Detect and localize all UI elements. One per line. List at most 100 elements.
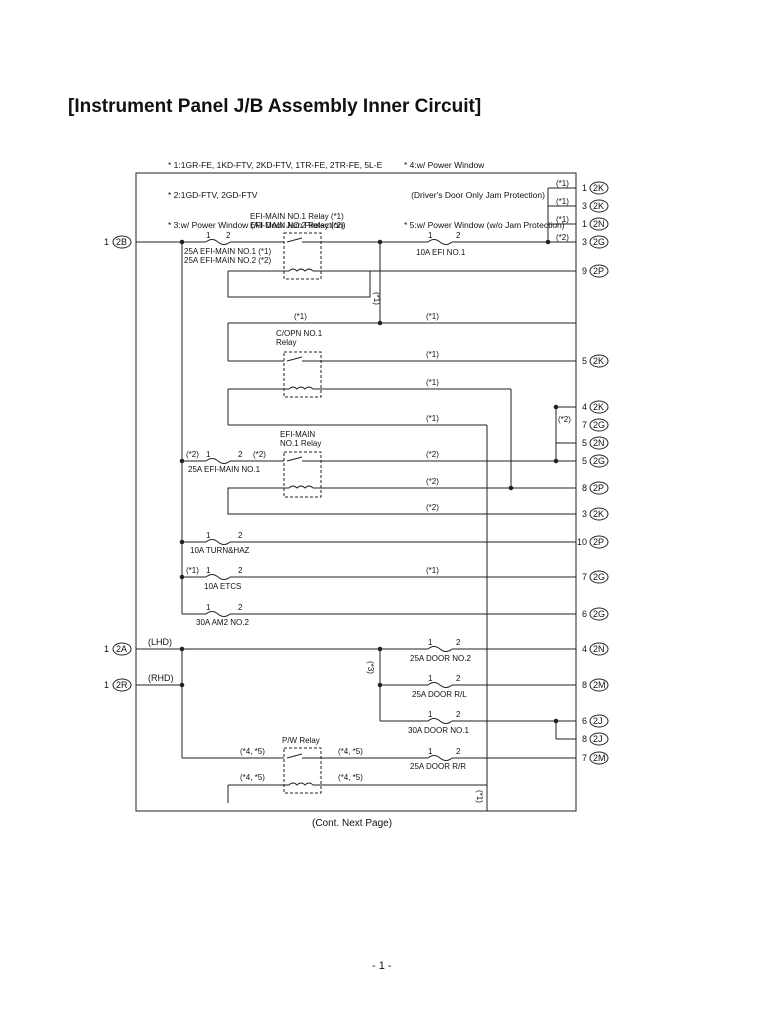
fuse-label: 30A DOOR NO.1 (408, 726, 469, 735)
pin-number: 10 (577, 537, 587, 547)
junction-dot (377, 320, 383, 326)
pin-number: 1 (582, 219, 587, 229)
pin-number: 1 (104, 237, 109, 247)
relay-contact (286, 356, 303, 362)
fuse-symbol (427, 646, 453, 652)
connector-ring (589, 751, 609, 765)
pin-number: 6 (582, 609, 587, 619)
variant-tag: (*4, *5) (240, 747, 265, 756)
pin-number: 7 (582, 753, 587, 763)
connector-code: 2K (593, 201, 604, 211)
connector-ring (589, 436, 609, 450)
connector-code: 2K (593, 183, 604, 193)
fuse-label: 10A EFI NO.1 (416, 248, 466, 257)
junction-dot (179, 458, 185, 464)
fuse-pin: 1 (206, 566, 211, 575)
fuse-symbol (427, 755, 453, 761)
variant-tag: (*4, *5) (338, 773, 363, 782)
connector-ring (589, 607, 609, 621)
connector-ring (589, 264, 609, 278)
connector-code: 2G (593, 237, 605, 247)
pin-number: 5 (582, 456, 587, 466)
relay-contact (286, 237, 303, 243)
variant-tag: (*1) (556, 179, 569, 188)
connector-code: 2B (116, 237, 127, 247)
connector-ring (112, 642, 132, 656)
connector-code: 2P (593, 537, 604, 547)
fuse-pin: 2 (456, 231, 461, 240)
pin-number: 3 (582, 201, 587, 211)
fuse-label: 25A EFI-MAIN NO.1 (*1) (184, 247, 271, 256)
pin-number: 8 (582, 483, 587, 493)
variant-tag: (*2) (558, 415, 571, 424)
relay-box (283, 232, 322, 280)
connector-ring (589, 418, 609, 432)
connector-code: 2M (593, 753, 606, 763)
variant-notes-left: * 1:1GR-FE, 1KD-FTV, 2KD-FTV, 1TR-FE, 2T… (168, 140, 382, 240)
relay-label: EFI-MAIN NO.1 Relay (*1) (250, 212, 344, 221)
variant-tag: (*2) (426, 477, 439, 486)
variant-notes-right: * 4:w/ Power Window (Driver's Door Only … (404, 140, 565, 240)
connector-ring (589, 570, 609, 584)
variant-tag: (*1) (426, 378, 439, 387)
connector-code: 2N (593, 219, 605, 229)
fuse-label: 10A ETCS (204, 582, 241, 591)
junction-dot (545, 239, 551, 245)
variant-tag: (*1) (556, 197, 569, 206)
connector-ring (589, 217, 609, 231)
fuse-pin: 2 (226, 231, 231, 240)
connector-code: 2G (593, 609, 605, 619)
fuse-symbol (205, 611, 231, 617)
fuse-pin: 1 (206, 531, 211, 540)
variant-tag: (*1) (426, 566, 439, 575)
variant-tag: (*3) (366, 661, 375, 674)
variant-tag: (*1) (426, 312, 439, 321)
pin-number: 3 (582, 509, 587, 519)
connector-code: 2K (593, 402, 604, 412)
variant-tag: (*1) (372, 292, 381, 305)
connector-code: 2K (593, 509, 604, 519)
relay-coil (288, 485, 314, 489)
relay-contact (286, 456, 303, 462)
variant-label: (RHD) (148, 673, 174, 683)
connector-ring (589, 400, 609, 414)
connector-code: 2K (593, 356, 604, 366)
continuation-note: (Cont. Next Page) (312, 818, 393, 829)
fuse-pin: 2 (238, 450, 243, 459)
junction-dot (553, 458, 559, 464)
junction-dot (179, 239, 185, 245)
variant-tag: (*2) (426, 450, 439, 459)
variant-tag: (*2) (186, 450, 199, 459)
pin-number: 5 (582, 438, 587, 448)
connector-code: 2G (593, 572, 605, 582)
fuse-pin: 1 (428, 674, 433, 683)
variant-tag: (*2) (253, 450, 266, 459)
relay-label: EFI-MAIN (280, 430, 315, 439)
junction-dot (553, 404, 559, 410)
junction-dot (179, 682, 185, 688)
relay-coil (288, 268, 314, 272)
fuse-symbol (205, 574, 231, 580)
note-line: * 2:1GD-FTV, 2GD-FTV (168, 190, 258, 200)
connector-code: 2J (593, 716, 603, 726)
fuse-label: 25A DOOR R/L (412, 690, 467, 699)
note-line: * 3:w/ Power Window (All Door Jam Protec… (168, 220, 346, 230)
pin-number: 1 (104, 644, 109, 654)
fuse-symbol (427, 682, 453, 688)
variant-tag: (*2) (426, 503, 439, 512)
variant-label: (LHD) (148, 637, 172, 647)
connector-ring (112, 678, 132, 692)
junction-dot (508, 485, 514, 491)
variant-tag: (*1) (556, 215, 569, 224)
connector-ring (589, 507, 609, 521)
fuse-pin: 1 (428, 710, 433, 719)
relay-coil (288, 782, 314, 786)
fuse-symbol (205, 539, 231, 545)
pin-number: 8 (582, 734, 587, 744)
fuse-label: 30A AM2 NO.2 (196, 618, 249, 627)
wire (227, 487, 576, 515)
fuse-pin: 1 (428, 747, 433, 756)
fuse-pin: 2 (456, 747, 461, 756)
fuse-symbol (205, 239, 231, 245)
